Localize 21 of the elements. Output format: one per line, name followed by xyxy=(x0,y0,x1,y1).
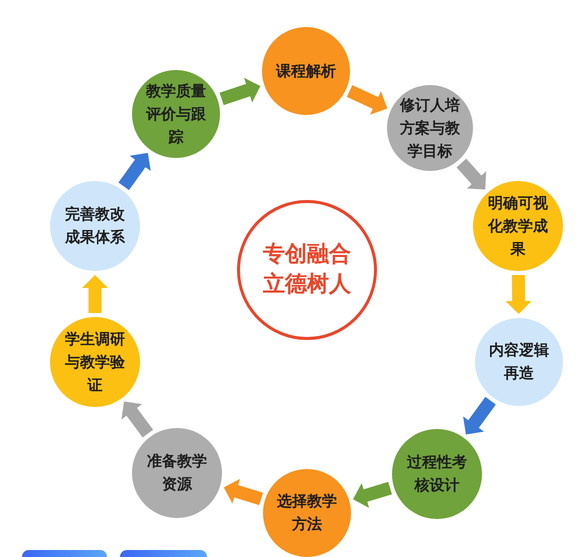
step-label: 教学质量评价与跟踪 xyxy=(146,80,206,148)
step-label: 选择教学方法 xyxy=(276,491,338,535)
step-label: 学生调研与教学验证 xyxy=(64,328,126,396)
step-label: 内容逻辑再造 xyxy=(488,340,550,384)
arrow xyxy=(353,482,392,508)
step-label: 课程解析 xyxy=(276,60,336,82)
step-label: 明确可视化教学成果 xyxy=(488,192,548,260)
step-label: 完善教改成果体系 xyxy=(64,204,126,248)
arrow xyxy=(346,85,388,115)
step-label: 准备教学资源 xyxy=(146,451,208,495)
step-label: 过程性考核设计 xyxy=(406,452,468,496)
arrow xyxy=(506,274,532,314)
arrow xyxy=(456,158,486,190)
center-label: 专创融合立德树人 xyxy=(262,241,352,299)
arrow xyxy=(224,478,264,506)
arrow xyxy=(121,401,154,438)
arrow xyxy=(82,275,108,313)
arrow xyxy=(220,78,260,106)
arrow xyxy=(463,396,496,434)
step-label: 修订人培方案与教学目标 xyxy=(400,94,460,162)
arrow xyxy=(118,152,151,190)
